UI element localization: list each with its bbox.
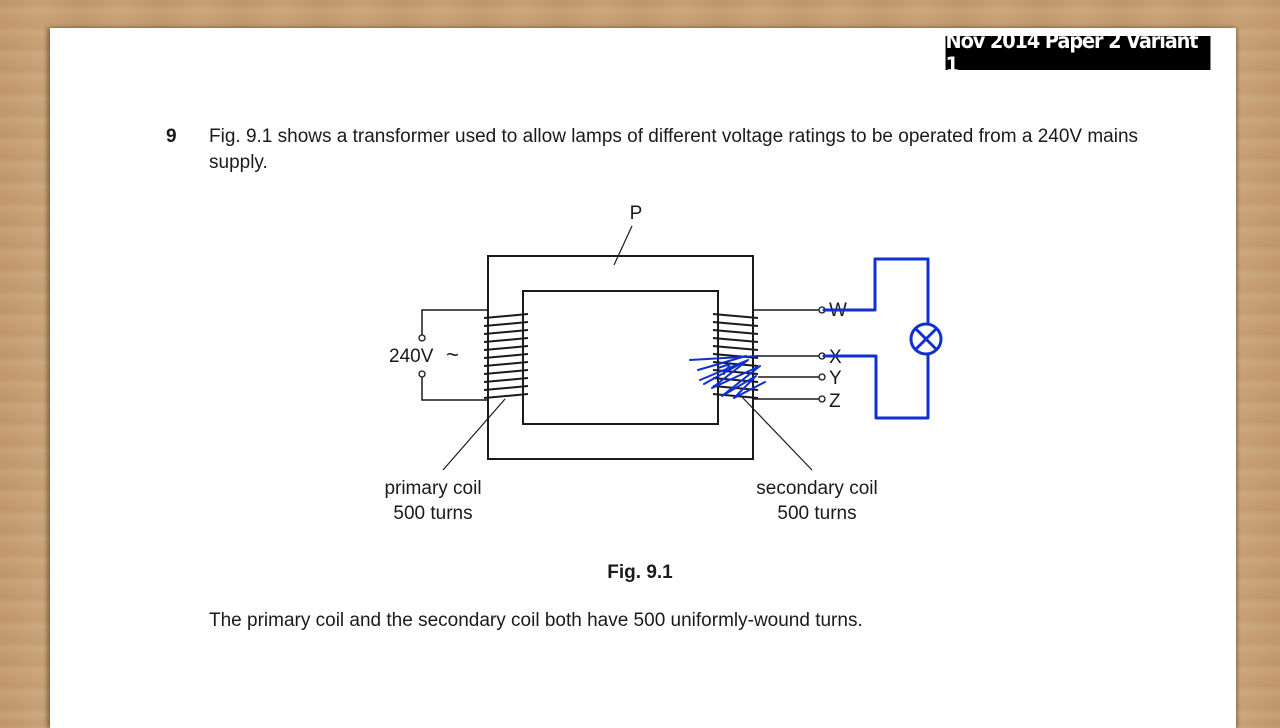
annotation-lamp-circuit: [822, 257, 943, 420]
primary-turns-label: 500 turns: [393, 503, 472, 524]
ac-symbol: ~: [446, 342, 459, 367]
secondary-coil-label: secondary coil: [756, 478, 877, 499]
terminal-y: [818, 373, 826, 381]
supply-terminal-bottom: [418, 370, 426, 378]
primary-coil-windings: [483, 313, 529, 399]
primary-coil-leader: [442, 398, 506, 471]
question-text: Fig. 9.1 shows a transformer used to all…: [209, 126, 1139, 173]
supply-voltage-label: 240V: [389, 346, 434, 367]
terminal-label-z: Z: [829, 391, 841, 412]
core-inner: [522, 290, 719, 425]
label-p: P: [630, 203, 643, 224]
label-p-leader: [613, 225, 633, 266]
body-paragraph: The primary coil and the secondary coil …: [209, 610, 863, 631]
paper-page: [50, 28, 1236, 728]
supply-terminal-top: [418, 334, 426, 342]
secondary-turns-label: 500 turns: [777, 503, 856, 524]
secondary-output-wires: [753, 309, 819, 400]
primary-coil-label: primary coil: [384, 478, 481, 499]
terminal-z: [818, 395, 826, 403]
figure-caption: Fig. 9.1: [607, 562, 673, 583]
secondary-coil-leader: [741, 396, 813, 471]
annotation-scribble: [689, 355, 766, 399]
primary-wire-bottom: [421, 376, 488, 401]
terminal-label-y: Y: [829, 368, 842, 389]
core-outer: [487, 255, 754, 460]
primary-wire-top: [421, 309, 488, 336]
question-number: 9: [166, 126, 177, 147]
